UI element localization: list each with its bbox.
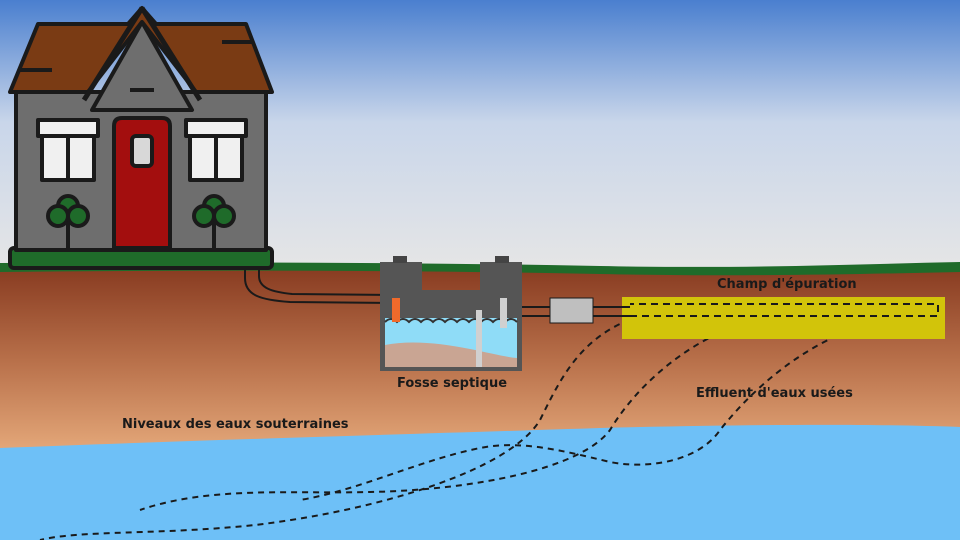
septic-tank-sludge xyxy=(385,342,517,367)
label-groundwater: Niveaux des eaux souterraines xyxy=(122,417,349,432)
house-window-left-top xyxy=(36,118,100,138)
house-icon xyxy=(8,6,274,270)
tree-icon xyxy=(46,194,90,248)
effluent-path-1 xyxy=(39,315,641,540)
septic-tank-lid-left xyxy=(393,256,407,263)
label-septic-tank: Fosse septique xyxy=(397,376,507,391)
septic-tank-waves xyxy=(384,318,518,324)
distribution-box xyxy=(549,297,594,324)
outlet-pipe xyxy=(518,306,630,317)
septic-tank-riser-left xyxy=(380,262,422,292)
house-door xyxy=(112,116,172,250)
effluent-paths xyxy=(39,315,901,540)
effluent-path-2 xyxy=(139,315,771,511)
label-effluent: Effluent d'eaux usées xyxy=(696,386,853,401)
septic-tank-lid-right xyxy=(495,256,509,263)
septic-tank-riser-right xyxy=(480,262,522,292)
septic-tank-inlet-baffle xyxy=(392,298,400,322)
drain-field xyxy=(622,297,945,339)
house-gable xyxy=(90,20,194,112)
septic-tank-outlet-baffle xyxy=(500,298,507,328)
septic-tank-middle-baffle xyxy=(476,310,482,367)
house-door-window xyxy=(130,134,154,168)
inlet-pipe xyxy=(244,268,391,304)
house-roof xyxy=(8,6,274,94)
label-drain-field: Champ d'épuration xyxy=(717,277,857,292)
septic-tank-top xyxy=(380,290,522,318)
drain-pipe xyxy=(630,303,939,317)
house-window-right-top xyxy=(184,118,248,138)
septic-tank xyxy=(380,256,522,371)
tree-icon xyxy=(192,194,236,248)
